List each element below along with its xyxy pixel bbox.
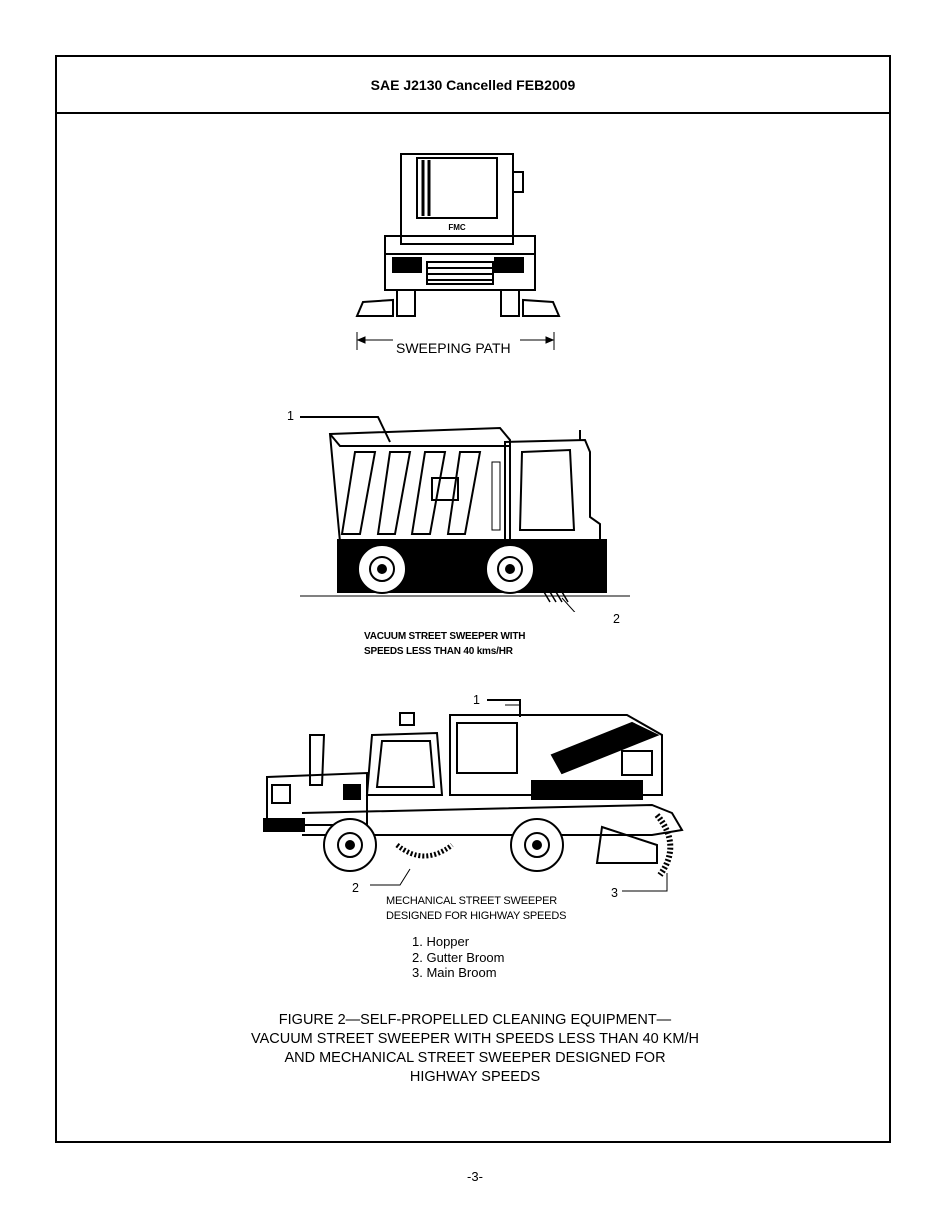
vacuum-caption-line1: VACUUM STREET SWEEPER WITH [364, 631, 526, 642]
caption-line: FIGURE 2—SELF-PROPELLED CLEANING EQUIPME… [278, 1012, 672, 1028]
mechanical-sweeper-illustration [263, 699, 684, 892]
mechanical-caption-line1: MECHANICAL STREET SWEEPER [386, 895, 558, 907]
vacuum-callout-2: 2 [613, 612, 620, 626]
page-frame: SAE J2130 Cancelled FEB2009 [55, 55, 891, 1143]
caption-line: HIGHWAY SPEEDS [409, 1069, 541, 1085]
vacuum-caption-line2: SPEEDS LESS THAN 40 kms/HR [364, 646, 513, 657]
vacuum-callout-1: 1 [287, 409, 294, 423]
legend-item: 3. Main Broom [412, 965, 497, 980]
sweeping-path-label: SWEEPING PATH [396, 340, 511, 356]
header-title: SAE J2130 Cancelled FEB2009 [370, 76, 576, 93]
mechanical-caption-line2: DESIGNED FOR HIGHWAY SPEEDS [386, 910, 567, 922]
legend-item: 1. Hopper [412, 934, 470, 949]
mechanical-callout-2: 2 [352, 881, 359, 895]
page-number: -3- [467, 1169, 483, 1184]
mechanical-callout-1: 1 [473, 693, 480, 707]
parts-legend: 1. Hopper 2. Gutter Broom 3. Main Broom [412, 934, 504, 981]
legend-item: 2. Gutter Broom [412, 949, 505, 965]
brand-mark: FMC [448, 223, 466, 232]
document-header: SAE J2130 Cancelled FEB2009 [57, 57, 889, 114]
figure-caption: FIGURE 2—SELF-PROPELLED CLEANING EQUIPME… [55, 1011, 895, 1087]
mechanical-callout-3: 3 [611, 886, 618, 900]
caption-line: AND MECHANICAL STREET SWEEPER DESIGNED F… [284, 1050, 666, 1066]
caption-line: VACUUM STREET SWEEPER WITH SPEEDS LESS T… [251, 1031, 699, 1047]
front-view-sweeper-illustration: FMC [355, 153, 561, 350]
vacuum-sweeper-illustration [300, 416, 630, 612]
